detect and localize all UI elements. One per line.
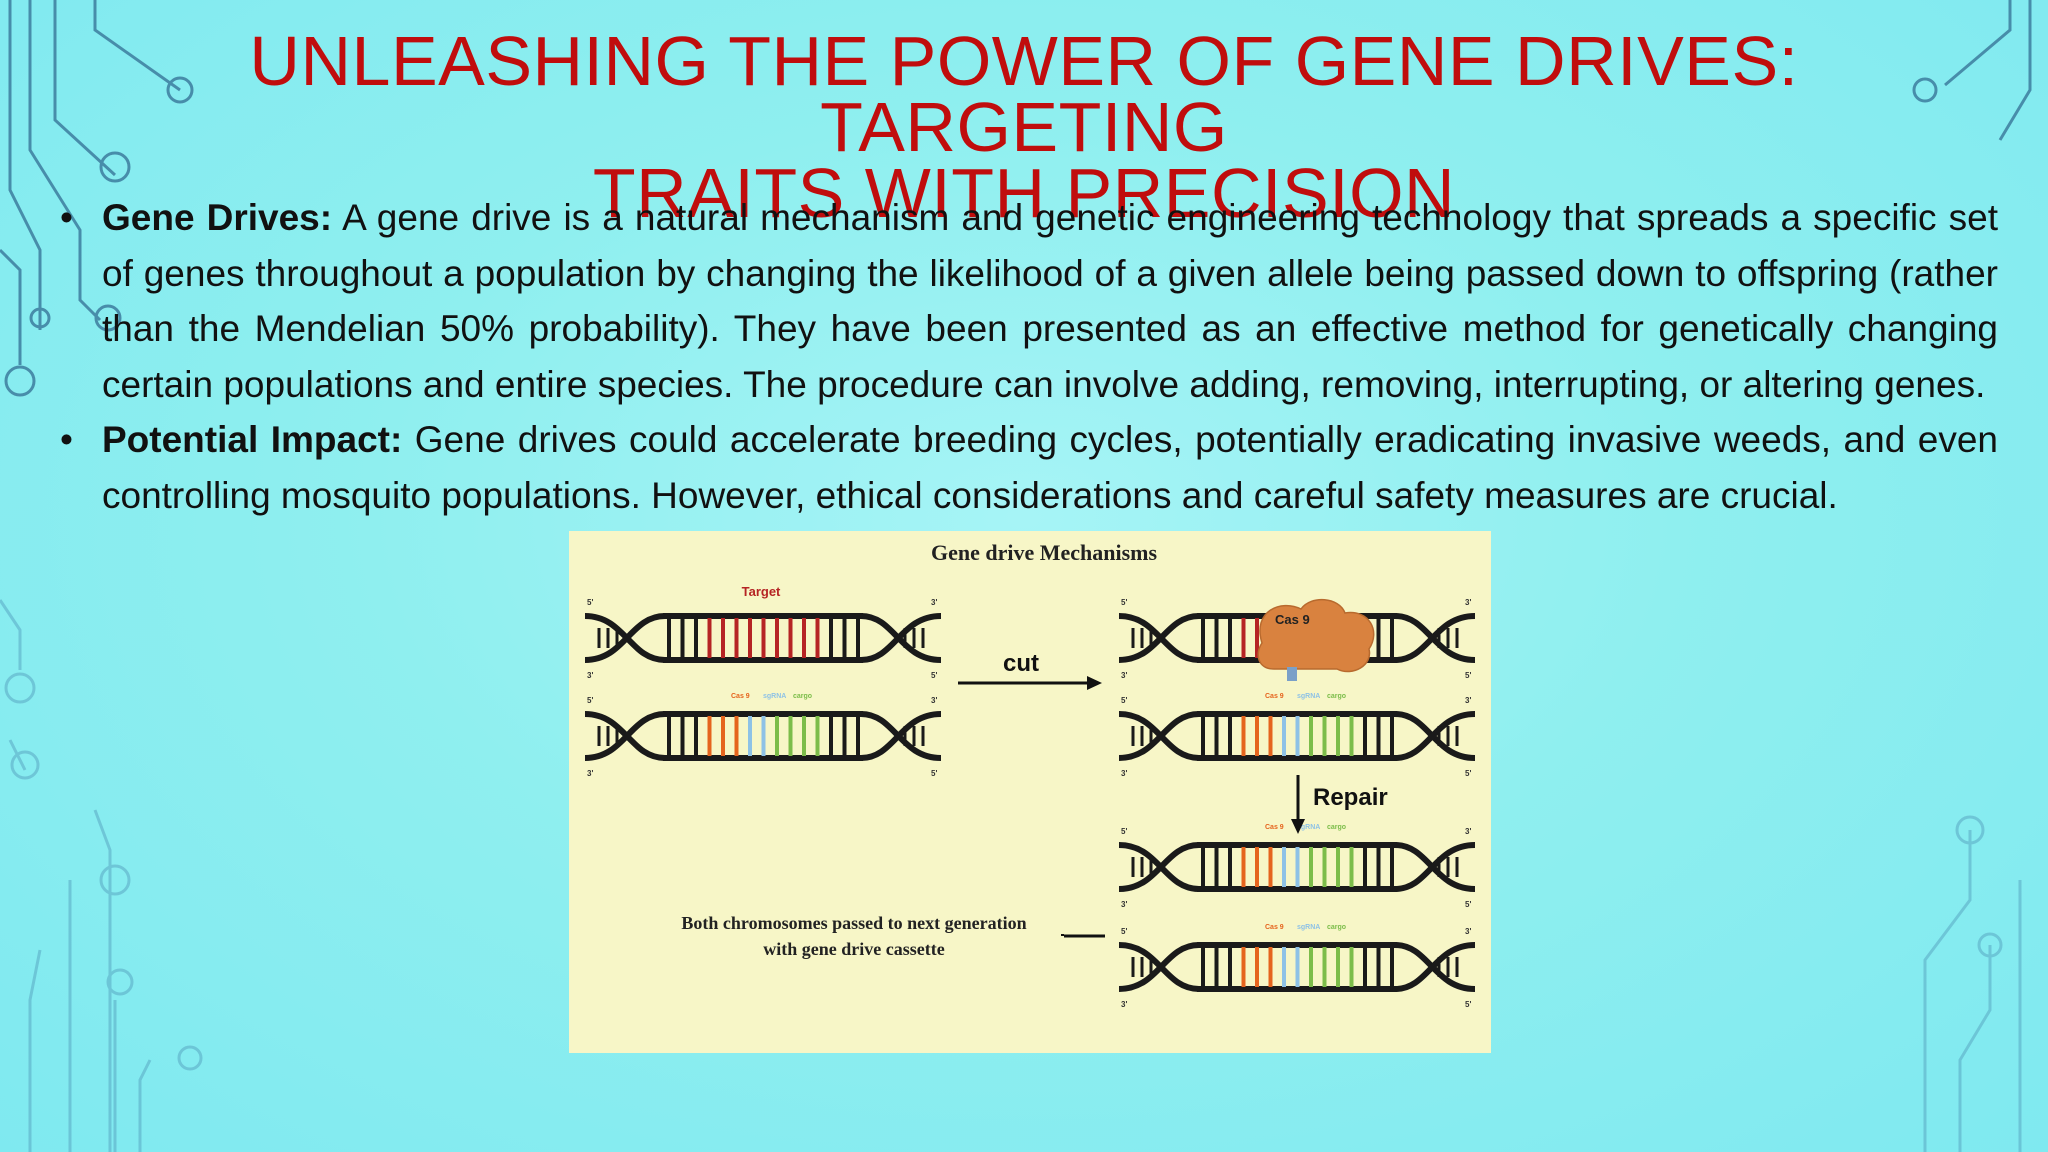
caption-line-1: Both chromosomes passed to next generati… <box>681 913 1026 933</box>
insert-label-cargo: cargo <box>1327 693 1346 700</box>
bullet-heading: Potential Impact: <box>102 419 403 460</box>
dna-insert-bottom <box>584 711 942 761</box>
prime-label: 5' <box>1465 900 1471 909</box>
prime-label: 5' <box>1121 927 1127 936</box>
bullet-dot-icon: • <box>60 419 73 460</box>
title-line-2: Traits with Precision <box>592 154 1456 232</box>
insert-label-cas9: Cas 9 <box>1265 924 1284 931</box>
prime-label: 3' <box>1121 900 1127 909</box>
cas9-protein-icon <box>1257 599 1375 681</box>
dna-repaired-bottom <box>1118 942 1476 992</box>
prime-label: 5' <box>1465 769 1471 778</box>
bullet-heading: Gene Drives: <box>102 197 333 238</box>
prime-label: 5' <box>1121 598 1127 607</box>
bullet-dot-icon: • <box>60 197 73 238</box>
target-label: Target <box>742 584 781 599</box>
insert-label-cas9: Cas 9 <box>731 693 750 700</box>
slide-title: Unleashing the Power of Gene Drives: Tar… <box>40 22 2008 232</box>
prime-label: 3' <box>587 769 593 778</box>
bullet-list: • Gene Drives: A gene drive is a natural … <box>60 190 1998 523</box>
prime-label: 3' <box>1121 769 1127 778</box>
caption-pointer <box>1061 934 1105 938</box>
bullet-text: A gene drive is a natural mechanism and … <box>102 197 1998 405</box>
insert-label-cargo: cargo <box>1327 824 1346 831</box>
cut-label: cut <box>1003 650 1039 677</box>
prime-label: 3' <box>931 696 937 705</box>
dna-repaired-top <box>1118 842 1476 892</box>
insert-label-cargo: cargo <box>793 693 812 700</box>
bullet-gene-drives: • Gene Drives: A gene drive is a natural … <box>60 190 1998 412</box>
title-line-1: Unleashing the Power of Gene Drives: Tar… <box>249 22 1799 166</box>
insert-label-sgrna: sgRNA <box>763 693 786 700</box>
prime-label: 5' <box>1465 671 1471 680</box>
figure-title: Gene drive Mechanisms <box>931 540 1158 565</box>
prime-label: 5' <box>587 598 593 607</box>
prime-label: 3' <box>587 671 593 680</box>
bullet-text: Gene drives could accelerate breeding cy… <box>102 419 1998 516</box>
insert-label-cargo: cargo <box>1327 924 1346 931</box>
bullet-potential-impact: • Potential Impact: Gene drives could acc… <box>60 412 1998 523</box>
cas9-blob-label: Cas 9 <box>1275 612 1310 627</box>
repair-label: Repair <box>1313 784 1388 811</box>
prime-label: 3' <box>1121 1000 1127 1009</box>
prime-label: 3' <box>1465 696 1471 705</box>
caption-line-2: with gene drive cassette <box>763 939 944 959</box>
insert-label-sgrna: sgRNA <box>1297 924 1320 931</box>
gene-drive-figure: Gene drive Mechanisms Target 5' 3' 3' 5' 5' 3… <box>569 531 1491 1053</box>
prime-label: 3' <box>1465 927 1471 936</box>
prime-label: 5' <box>587 696 593 705</box>
dna-target-top <box>584 613 942 663</box>
prime-label: 5' <box>1121 696 1127 705</box>
prime-label: 5' <box>931 671 937 680</box>
insert-label-sgrna: sgRNA <box>1297 824 1320 831</box>
prime-label: 3' <box>931 598 937 607</box>
prime-label: 3' <box>1465 827 1471 836</box>
prime-label: 3' <box>1121 671 1127 680</box>
insert-label-cas9: Cas 9 <box>1265 824 1284 831</box>
prime-label: 5' <box>1121 827 1127 836</box>
prime-label: 5' <box>931 769 937 778</box>
repair-arrow-icon <box>1291 775 1305 834</box>
insert-label-cas9: Cas 9 <box>1265 693 1284 700</box>
dna-cut-bottom <box>1118 711 1476 761</box>
cut-arrow-icon <box>958 676 1102 690</box>
prime-label: 3' <box>1465 598 1471 607</box>
insert-label-sgrna: sgRNA <box>1297 693 1320 700</box>
prime-label: 5' <box>1465 1000 1471 1009</box>
